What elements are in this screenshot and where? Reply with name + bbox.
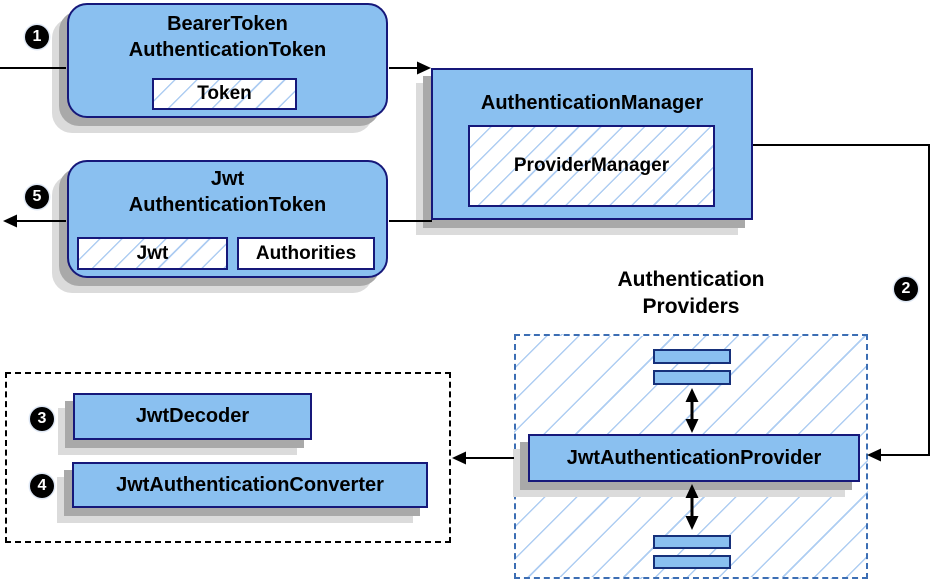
provider-manager-label: ProviderManager <box>513 155 670 176</box>
jwt-decoder-box: JwtDecoder <box>73 393 312 440</box>
step-4-number: 4 <box>37 477 47 494</box>
jwt-authentication-token-box: Jwt AuthenticationToken Jwt Authorities <box>67 160 388 278</box>
jwt-field: Jwt <box>77 237 228 270</box>
jwt-authentication-converter-box: JwtAuthenticationConverter <box>72 462 428 508</box>
step-3-number: 3 <box>37 410 47 427</box>
jwt-field-label: Jwt <box>136 242 169 264</box>
authentication-manager-box: AuthenticationManager ProviderManager <box>431 68 753 220</box>
bearer-token-title: BearerToken AuthenticationToken <box>69 5 386 63</box>
provider-manager-field: ProviderManager <box>468 125 715 207</box>
step-1-badge: 1 <box>25 25 49 49</box>
bearer-token-title-line1: BearerToken <box>167 13 288 35</box>
other-provider-bar <box>653 349 731 364</box>
provider-to-support-arrow <box>452 451 514 465</box>
step-4-badge: 4 <box>30 474 54 498</box>
authorities-field: Authorities <box>237 237 375 270</box>
token-field: Token <box>152 78 297 110</box>
jwt-authentication-converter-label: JwtAuthenticationConverter <box>116 473 384 496</box>
outgoing-result-arrow <box>3 214 66 228</box>
authentication-providers-label-line1: Authentication <box>617 268 765 291</box>
authorities-field-label: Authorities <box>255 242 357 264</box>
other-provider-bar <box>653 535 731 549</box>
jwt-decoder-label: JwtDecoder <box>135 405 250 427</box>
authentication-manager-title-text: AuthenticationManager <box>480 92 704 114</box>
authentication-manager-title: AuthenticationManager <box>433 70 751 116</box>
token-field-label: Token <box>197 83 252 104</box>
step-5-badge: 5 <box>25 185 49 209</box>
step-1-number: 1 <box>32 28 42 45</box>
authentication-providers-label-line2: Providers <box>642 295 740 318</box>
step-3-badge: 3 <box>30 407 54 431</box>
step-2-badge: 2 <box>894 277 918 301</box>
jwt-token-title: Jwt AuthenticationToken <box>69 162 386 218</box>
bearer-token-title-line2: AuthenticationToken <box>128 39 327 61</box>
step-5-number: 5 <box>32 188 42 205</box>
step-2-number: 2 <box>901 280 911 297</box>
support-components-dashed-box <box>5 372 451 543</box>
bearer-token-authentication-token-box: BearerToken AuthenticationToken Token <box>67 3 388 118</box>
authentication-providers-label: Authentication Providers <box>581 266 801 320</box>
bearer-to-manager-arrow <box>389 61 431 75</box>
jwt-token-title-line1: Jwt <box>210 168 245 190</box>
jwt-authentication-provider-box: JwtAuthenticationProvider <box>528 434 860 482</box>
other-provider-bar <box>653 370 731 385</box>
jwt-token-title-line2: AuthenticationToken <box>128 194 327 216</box>
jwt-authentication-provider-label: JwtAuthenticationProvider <box>566 446 822 469</box>
other-provider-bar <box>653 555 731 569</box>
